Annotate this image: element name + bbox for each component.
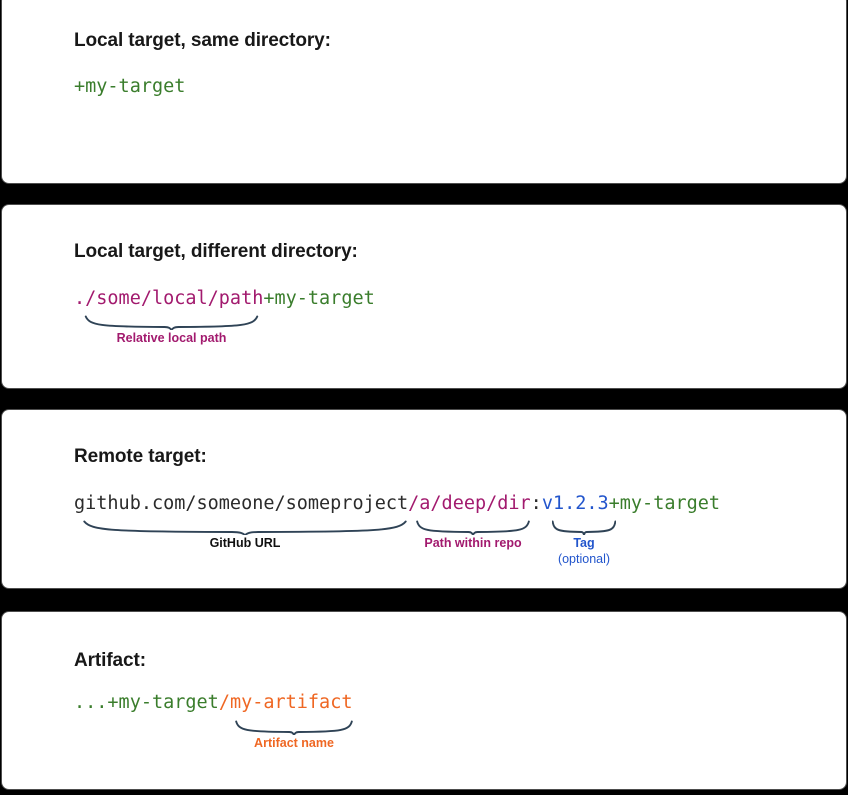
code-line: ...+my-target/my-artifact <box>74 692 352 713</box>
annotation-artifact-name: Artifact name <box>235 720 353 752</box>
panel-remote-target: Remote target: github.com/someone/somepr… <box>2 410 846 588</box>
panel-local-different-directory: Local target, different directory: ./som… <box>2 205 846 388</box>
curly-brace-icon <box>416 520 530 535</box>
panel-heading: Local target, different directory: <box>74 241 358 262</box>
panel-heading: Remote target: <box>74 446 207 467</box>
panel-artifact: Artifact: ...+my-target/my-artifact Arti… <box>2 612 846 789</box>
panel-heading: Local target, same directory: <box>74 30 331 51</box>
panel-heading: Artifact: <box>74 650 146 671</box>
annotation-caption: Artifact name <box>254 736 334 750</box>
curly-brace-icon <box>235 720 353 735</box>
code-token-target: +my-target <box>608 493 721 514</box>
code-token-target: +my-target <box>107 692 219 713</box>
annotation-caption: GitHub URL <box>209 536 281 550</box>
annotation-caption: Tag <box>573 536 595 550</box>
annotation-sub-caption: (optional) <box>557 551 611 566</box>
curly-brace-icon <box>84 315 259 330</box>
code-token-target: +my-target <box>263 288 375 309</box>
code-line: ./some/local/path+my-target <box>74 288 375 309</box>
annotation-relative-local-path: Relative local path <box>84 315 259 347</box>
code-token-ellipsis: ... <box>74 692 108 713</box>
panel-local-same-directory: Local target, same directory: +my-target <box>2 0 846 183</box>
code-token-colon: : <box>530 493 542 514</box>
annotation-caption: Relative local path <box>116 331 227 345</box>
curly-brace-icon <box>81 520 409 535</box>
curly-brace-icon <box>552 520 616 535</box>
code-token-relative-path: ./some/local/path <box>74 288 264 309</box>
annotation-tag: Tag (optional) <box>552 520 616 567</box>
annotation-path-within-repo: Path within repo <box>416 520 530 552</box>
code-token-target: +my-target <box>74 76 186 97</box>
annotation-caption: Path within repo <box>424 536 522 550</box>
annotation-github-url: GitHub URL <box>81 520 409 552</box>
code-token-tag: v1.2.3 <box>541 493 609 514</box>
code-line: github.com/someone/someproject/a/deep/di… <box>74 493 720 514</box>
code-line: +my-target <box>74 76 185 97</box>
code-token-repo-path: /a/deep/dir <box>408 493 531 514</box>
code-token-artifact: /my-artifact <box>218 692 353 713</box>
code-token-github-url: github.com/someone/someproject <box>74 493 409 514</box>
